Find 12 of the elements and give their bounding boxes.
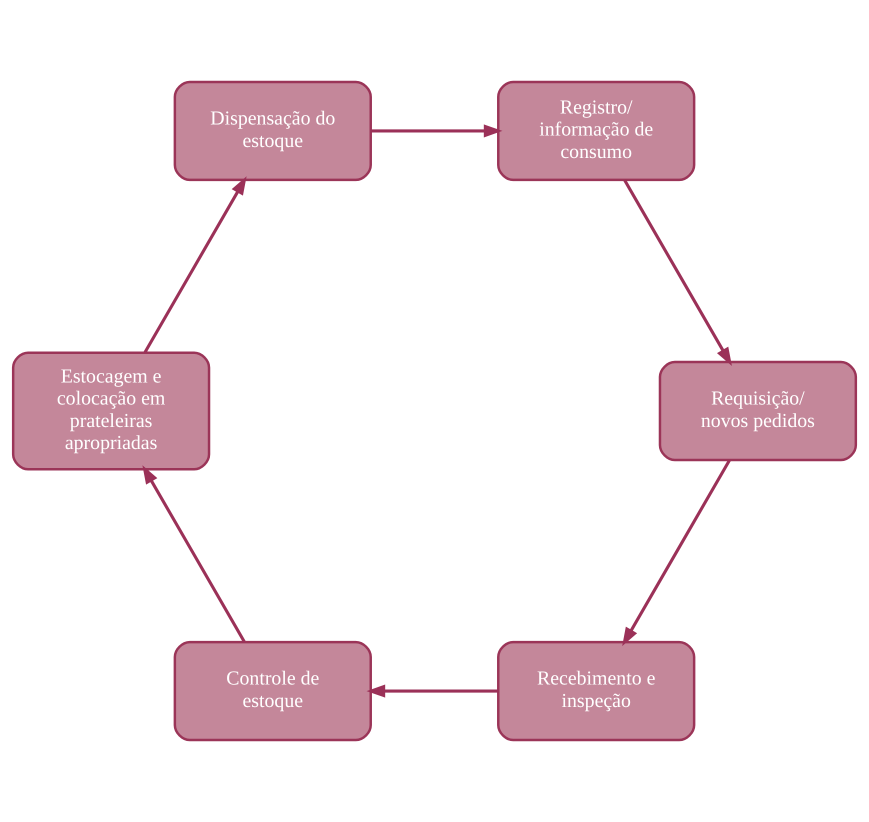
node-box: Recebimento e inspeção [497, 640, 696, 742]
node-box: Requisição/ novos pedidos [658, 360, 858, 462]
arrow [143, 176, 247, 354]
arrow [142, 465, 246, 643]
arrow [622, 459, 731, 646]
arrow [623, 179, 732, 366]
node-box: Dispensação do estoque [174, 80, 372, 182]
node-box: Controle de estoque [174, 640, 372, 742]
arrow [366, 684, 498, 698]
node-box: Registro/ informação de consumo [497, 80, 696, 182]
node-box: Estocagem e colocação em prateleiras apropriadas [12, 352, 210, 470]
arrow [371, 124, 502, 138]
